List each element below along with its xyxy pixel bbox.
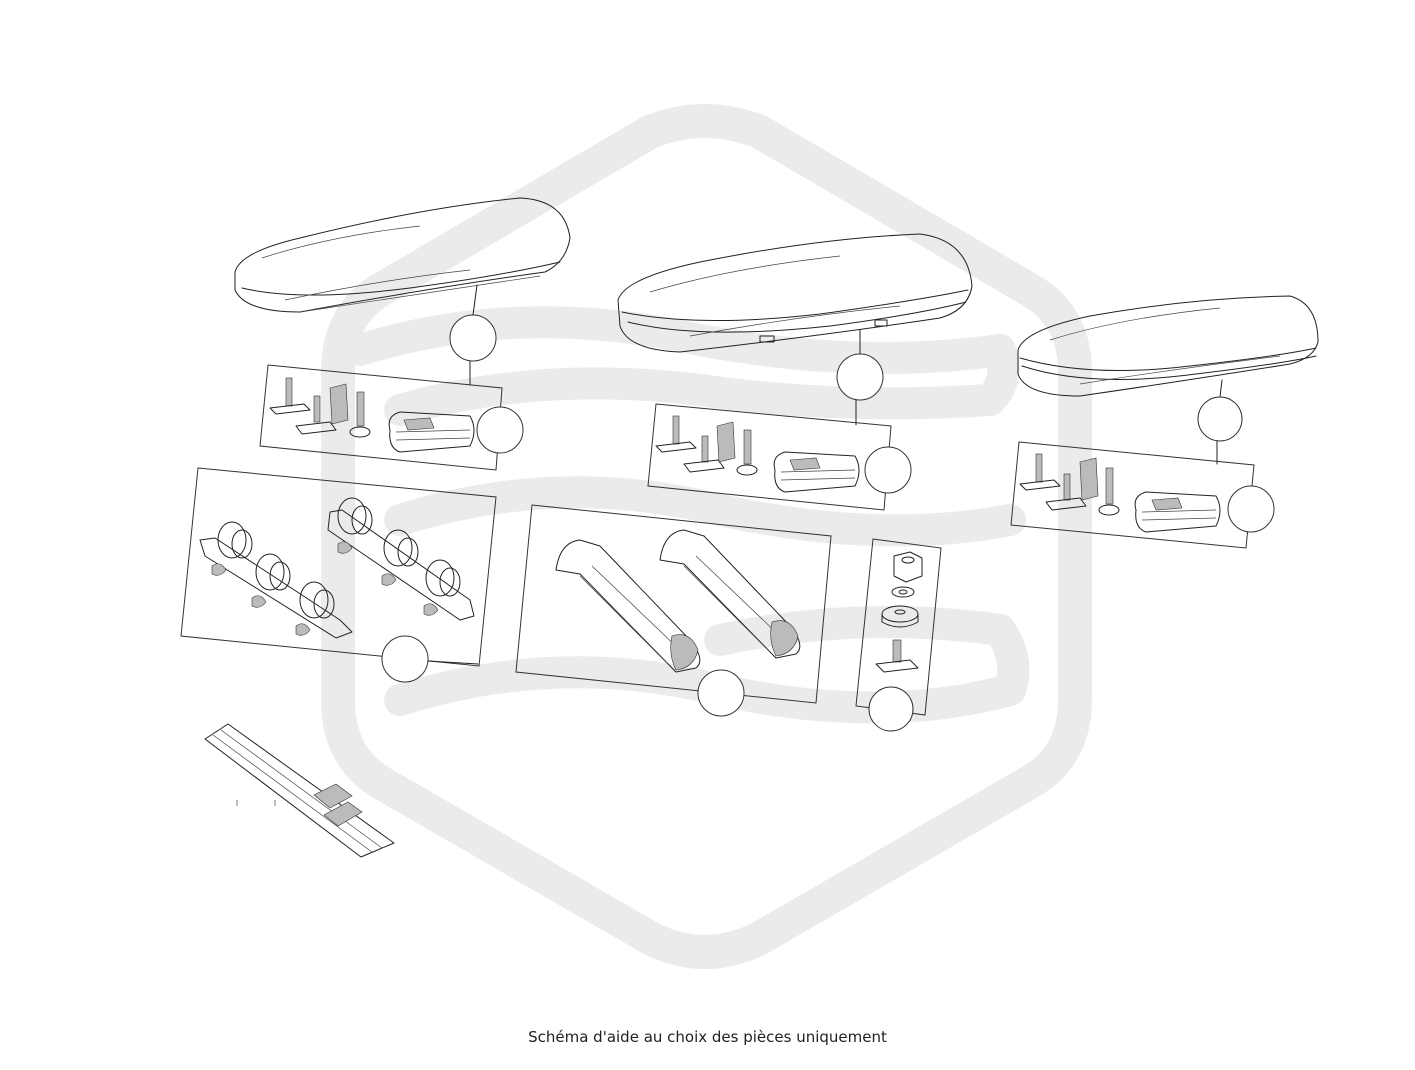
bolt-icon bbox=[736, 429, 758, 476]
t-bolt-icon bbox=[295, 395, 337, 435]
washer-icon bbox=[891, 586, 915, 598]
hardware-panel bbox=[855, 538, 942, 716]
t-bolt-icon bbox=[1045, 473, 1087, 511]
roof-box-2 bbox=[617, 233, 973, 353]
clamp-rail-left bbox=[199, 537, 353, 639]
bolt-icon bbox=[1098, 467, 1120, 516]
clamp-icon bbox=[251, 553, 291, 608]
instruction-card-icon bbox=[1079, 457, 1099, 501]
instruction-card-icon bbox=[716, 421, 736, 463]
callout-ski-holders[interactable] bbox=[697, 669, 745, 717]
leader-line bbox=[1219, 379, 1223, 398]
bolt-icon bbox=[349, 391, 371, 438]
callout-hardware[interactable] bbox=[868, 686, 914, 732]
spacer-icon bbox=[881, 605, 919, 628]
strap-mat bbox=[204, 723, 395, 858]
brand-hexagon-watermark-icon bbox=[321, 104, 1092, 969]
callout-roof-box-2[interactable] bbox=[836, 353, 884, 401]
clamp-icon bbox=[295, 581, 335, 636]
roof-box-3 bbox=[1017, 295, 1319, 397]
ski-holder-bar-icon bbox=[659, 529, 801, 659]
roof-box-1 bbox=[234, 197, 571, 313]
ski-clamp-panel bbox=[180, 467, 497, 667]
callout-roof-box-3[interactable] bbox=[1197, 396, 1243, 442]
leader-line bbox=[472, 284, 478, 316]
clamp-rail-right bbox=[327, 509, 475, 621]
square-bolt-icon bbox=[875, 639, 919, 673]
clamp-icon bbox=[337, 497, 373, 554]
strap-roll-icon bbox=[388, 411, 475, 453]
mounting-kit-panel-2 bbox=[647, 403, 892, 511]
t-bolt-icon bbox=[1019, 453, 1061, 491]
callout-mounting-kit-3[interactable] bbox=[1227, 485, 1275, 533]
strap-roll-icon bbox=[773, 451, 860, 493]
clamp-icon bbox=[423, 559, 461, 616]
instruction-card-icon bbox=[329, 383, 349, 425]
ski-holder-panel bbox=[515, 504, 832, 704]
nut-icon bbox=[893, 551, 923, 583]
callout-roof-box-1[interactable] bbox=[449, 314, 497, 362]
diagram-caption: Schéma d'aide au choix des pièces unique… bbox=[528, 1028, 887, 1046]
strap-roll-icon bbox=[1134, 491, 1221, 533]
clamp-icon bbox=[211, 521, 253, 576]
callout-mounting-kit-1[interactable] bbox=[476, 406, 524, 454]
t-bolt-icon bbox=[655, 415, 697, 453]
leader-line bbox=[427, 660, 479, 665]
mounting-kit-panel-3 bbox=[1010, 441, 1255, 549]
callout-ski-clamps[interactable] bbox=[381, 635, 429, 683]
callout-mounting-kit-2[interactable] bbox=[864, 446, 912, 494]
t-bolt-icon bbox=[683, 435, 725, 473]
mounting-kit-panel-1 bbox=[259, 364, 503, 471]
clamp-icon bbox=[381, 529, 419, 586]
t-bolt-icon bbox=[269, 377, 311, 415]
ski-holder-bar-icon bbox=[555, 539, 701, 673]
